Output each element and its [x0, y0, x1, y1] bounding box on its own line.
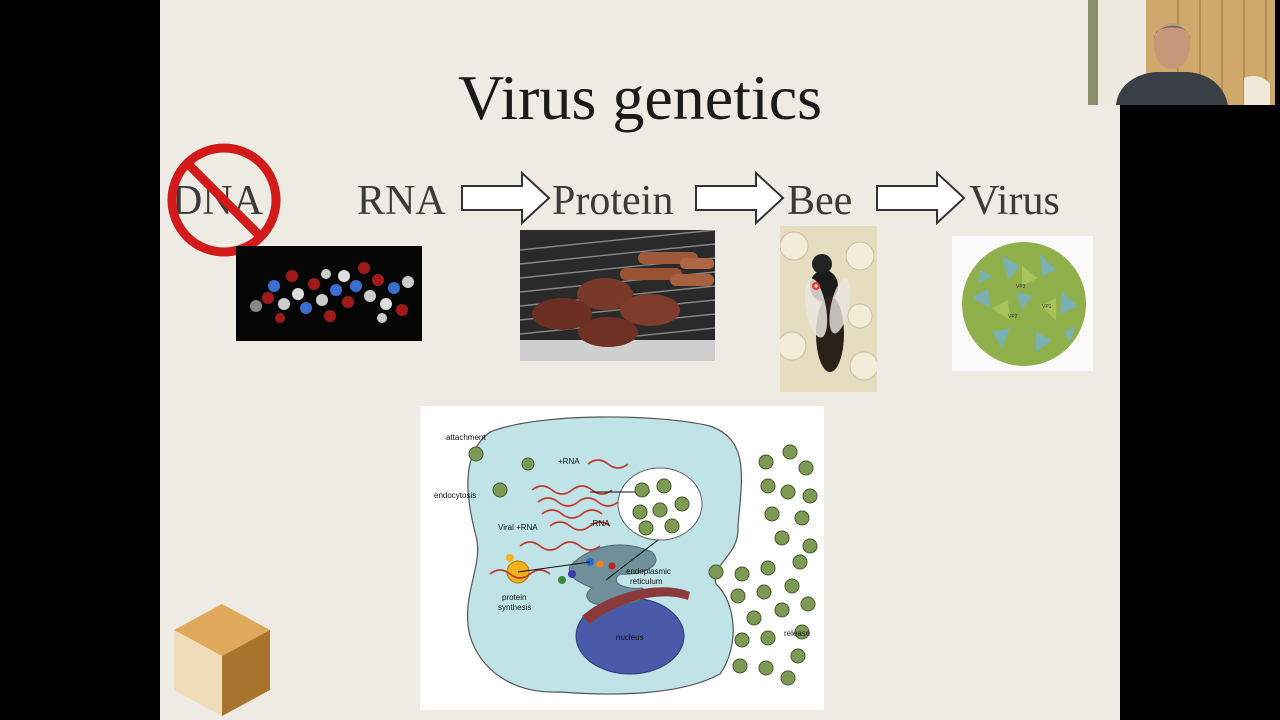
flow-word-bee: Bee — [787, 178, 853, 224]
flow-word-protein: Protein — [552, 178, 674, 224]
flow-word-dna: DNA — [172, 178, 263, 224]
protein-molecule — [568, 570, 576, 578]
webcam-overlay — [1088, 0, 1275, 105]
virus-capsid-image: VP3 VP2 VP1 — [952, 236, 1093, 371]
label-attachment: attachment — [446, 433, 486, 442]
arrow-right-icon — [461, 170, 551, 226]
label-viral-plus-rna: Viral +RNA — [498, 523, 538, 532]
pointer-line — [517, 561, 591, 573]
viral-replication-diagram: attachment endocytosis +RNA Viral +RNA -… — [420, 406, 824, 710]
virus-particles — [468, 444, 818, 686]
flow-word-virus: Virus — [969, 178, 1060, 224]
slide-title: Virus genetics — [457, 62, 823, 133]
honeybee-image — [780, 226, 877, 392]
capsid-label: VP2 — [1008, 314, 1018, 320]
pointer-line — [605, 539, 659, 581]
flow-word-rna: RNA — [357, 178, 446, 224]
label-minus-rna: -RNA — [590, 519, 610, 528]
cube-decoration-icon — [174, 604, 270, 716]
label-release: release — [784, 629, 811, 638]
label-protein-line1: protein — [502, 593, 526, 602]
presenter-face — [1154, 23, 1190, 69]
label-er-line1: endoplasmic — [626, 567, 671, 576]
capsid-label: VP3 — [1016, 284, 1026, 290]
capsid-label: VP1 — [1042, 304, 1052, 310]
label-endocytosis: endocytosis — [434, 491, 476, 500]
presenter-body — [1116, 72, 1228, 105]
protein-molecule — [596, 560, 604, 568]
label-protein-line2: synthesis — [498, 603, 531, 612]
arrow-right-icon — [695, 170, 785, 226]
dna-molecule-image — [236, 246, 422, 341]
rna-strands — [489, 459, 629, 579]
protein-molecule — [558, 576, 566, 584]
prohibited-icon — [167, 143, 281, 257]
ribosome — [506, 554, 514, 562]
label-plus-rna: +RNA — [558, 457, 580, 466]
presentation-slide: Virus genetics DNA RNA Protein Bee Virus — [160, 0, 1120, 720]
label-nucleus: nucleus — [616, 633, 644, 642]
label-er-line2: reticulum — [630, 577, 663, 586]
grilled-meat-image — [520, 230, 715, 361]
rna-strand — [582, 587, 690, 624]
protein-molecule — [608, 562, 616, 570]
arrow-right-icon — [876, 170, 966, 226]
